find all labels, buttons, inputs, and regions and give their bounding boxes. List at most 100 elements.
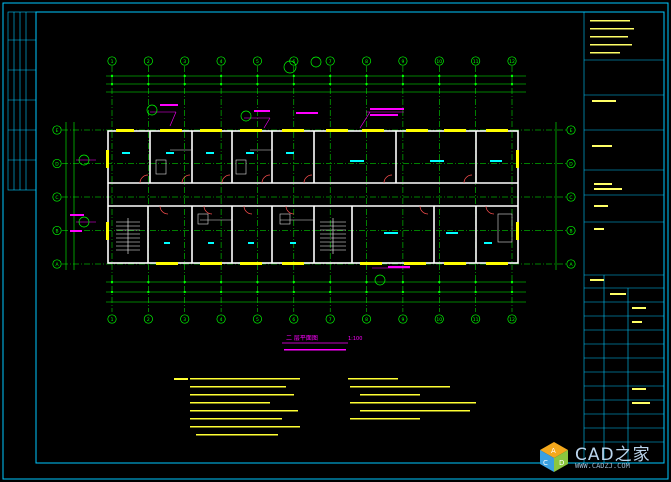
axis-bubble-12-bottom [507, 314, 517, 324]
dimension-tick [292, 83, 295, 85]
dimension-tick [183, 83, 186, 85]
dimension-tick [292, 281, 295, 283]
watermark-url: WWW.CADZJ.COM [575, 462, 630, 470]
watermark: A C D CAD之家 WWW.CADZJ.COM [535, 438, 665, 478]
dimension-tick [438, 75, 441, 77]
dimension-tick [511, 83, 513, 85]
axis-bubble-4-bottom [216, 314, 226, 324]
dimension-tick [438, 291, 441, 293]
dimension-tick [220, 83, 223, 85]
dimension-tick [474, 281, 477, 283]
dimension-tick [329, 291, 332, 293]
axis-bubble-6-bottom [289, 314, 299, 324]
axis-bubble-E-left [52, 125, 62, 135]
dimension-tick [365, 75, 368, 77]
axis-bubble-A-right [566, 259, 576, 269]
title-block-marks [590, 20, 650, 404]
axis-label-2-bottom: 2 [147, 317, 150, 323]
svg-text:D: D [559, 459, 564, 467]
dimension-tick [401, 291, 404, 293]
axis-label-A-right: A [569, 262, 573, 268]
axis-label-12-top: 12 [509, 59, 515, 65]
plan-caption: 二 层平面图 [286, 335, 318, 342]
axis-label-11-bottom: 11 [473, 317, 479, 323]
dimension-tick [147, 75, 150, 77]
dimension-tick [111, 281, 113, 283]
dimension-tick [256, 75, 259, 77]
dimension-tick [111, 291, 113, 293]
axis-label-5-bottom: 5 [256, 317, 259, 323]
axis-label-3-bottom: 3 [183, 317, 186, 323]
dimension-tick [220, 281, 223, 283]
axis-label-B-right: B [569, 228, 572, 234]
axis-bubble-12-top [507, 56, 517, 66]
axis-label-A-left: A [55, 262, 59, 268]
dimension-tick [147, 291, 150, 293]
windows [106, 129, 519, 265]
axis-bubble-C-right [566, 192, 576, 202]
inner-frame [35, 11, 665, 464]
axis-label-D-left: D [55, 161, 59, 167]
dimension-tick [474, 83, 477, 85]
axis-bubble-E-right [566, 125, 576, 135]
axis-bubble-D-left [52, 158, 62, 169]
dimension-lines [65, 75, 557, 303]
cube-logo-icon: A C D [540, 442, 568, 472]
axis-bubble-10-bottom [434, 314, 444, 324]
dimension-tick [511, 281, 513, 283]
dimension-tick [147, 83, 150, 85]
building-walls [107, 130, 519, 264]
annotation-text-marks [70, 104, 410, 268]
axis-label-1-bottom: 1 [111, 317, 114, 323]
dimension-tick [220, 75, 223, 77]
axis-label-E-right: E [570, 128, 573, 134]
axis-bubble-8-top [361, 56, 372, 66]
dimension-tick [256, 291, 259, 293]
axis-label-E-left: E [56, 128, 59, 134]
watermark-text: CAD之家 [575, 445, 651, 465]
general-notes [174, 378, 476, 436]
axis-bubble-3-bottom [180, 314, 190, 324]
axis-label-4-bottom: 4 [220, 317, 223, 323]
dimension-tick [183, 281, 186, 283]
axis-label-2-top: 2 [147, 59, 150, 65]
dimension-tick [474, 291, 477, 293]
plan-subcaption-mark [284, 349, 346, 351]
axis-bubble-A-left [52, 259, 62, 269]
axis-label-6-top: 6 [292, 59, 295, 65]
axis-vertical-lines [111, 66, 513, 312]
axis-bubble-D-right [566, 158, 576, 169]
dimension-ticks [111, 75, 513, 293]
axis-bubble-10-top [434, 56, 444, 66]
dimension-tick [111, 83, 113, 85]
svg-text:A: A [551, 447, 556, 455]
axis-label-8-bottom: 8 [365, 317, 368, 323]
left-binding-strip [7, 11, 37, 191]
axis-bubble-11-bottom [471, 314, 481, 324]
dimension-tick [365, 281, 368, 283]
dimension-tick [292, 291, 295, 293]
axis-label-8-top: 8 [365, 59, 368, 65]
axis-bubble-9-bottom [398, 314, 408, 324]
axis-label-10-bottom: 10 [436, 317, 442, 323]
door-swings [139, 174, 495, 215]
dimension-tick [474, 75, 477, 77]
axis-bubble-C-left [52, 192, 62, 202]
dimension-tick [329, 75, 332, 77]
dimension-tick [256, 281, 259, 283]
axis-bubble-4-top [216, 56, 226, 66]
dimension-tick [401, 75, 404, 77]
dimension-tick [111, 75, 113, 77]
axis-bubble-8-bottom [361, 314, 372, 324]
dimension-tick [183, 291, 186, 293]
axis-bubble-7-bottom [325, 314, 335, 324]
axis-bubble-5-top [252, 56, 263, 66]
dimension-tick [438, 281, 441, 283]
axis-label-12-bottom: 12 [509, 317, 515, 323]
axis-label-11-top: 11 [473, 59, 479, 65]
dimension-tick [329, 83, 332, 85]
annotation-leaders [76, 111, 410, 269]
axis-bubble-B-left [52, 225, 62, 236]
dimension-tick [511, 291, 513, 293]
